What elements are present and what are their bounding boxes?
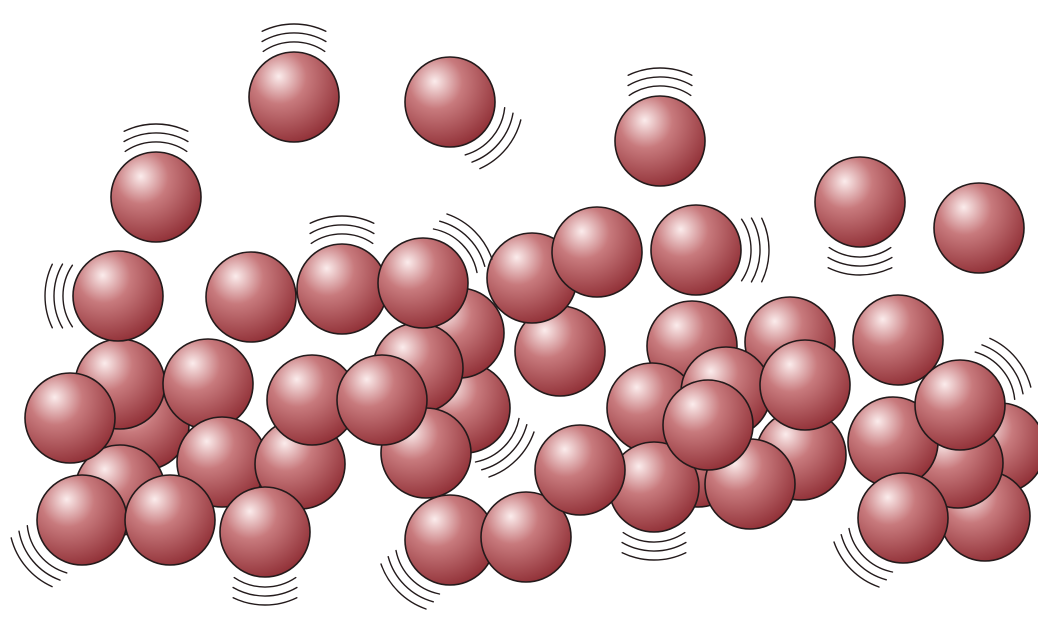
vibration-arc — [125, 142, 187, 151]
vibration-arc — [828, 258, 892, 267]
particle — [111, 152, 201, 242]
particle — [378, 238, 468, 328]
vibration-arc — [310, 216, 374, 223]
vibration-arc — [262, 24, 326, 31]
vibration-arc — [828, 268, 892, 275]
particle — [37, 475, 127, 565]
vibration-arc — [752, 218, 761, 282]
vibration-arc — [233, 598, 297, 605]
particle — [337, 355, 427, 445]
particle — [405, 57, 495, 147]
vibration-arc — [311, 234, 373, 243]
particle — [815, 157, 905, 247]
particle — [552, 207, 642, 297]
vibration-lines — [45, 264, 72, 328]
vibration-arc — [622, 543, 686, 552]
particle — [25, 373, 115, 463]
vibration-arc — [234, 578, 296, 587]
vibration-arc — [762, 218, 769, 282]
vibration-arc — [623, 533, 685, 542]
vibration-arc — [262, 33, 326, 42]
particle — [760, 340, 850, 430]
vibration-arc — [263, 42, 325, 51]
particle — [249, 52, 339, 142]
particle — [915, 360, 1005, 450]
vibration-arc — [628, 77, 692, 86]
vibration-lines — [628, 68, 692, 95]
particle — [858, 473, 948, 563]
particle-cluster — [25, 52, 1038, 585]
vibration-arc — [829, 248, 891, 257]
particle — [163, 339, 253, 429]
particle — [220, 487, 310, 577]
particle — [934, 183, 1024, 273]
vibration-lines — [828, 248, 892, 275]
particle — [206, 252, 296, 342]
particle — [535, 425, 625, 515]
vibration-lines — [233, 578, 297, 605]
vibration-arc — [233, 588, 297, 597]
vibration-arc — [310, 225, 374, 234]
particle — [297, 244, 387, 334]
particle — [125, 475, 215, 565]
vibration-arc — [54, 264, 63, 328]
vibration-arc — [124, 133, 188, 142]
vibration-lines — [262, 24, 326, 51]
vibration-arc — [628, 68, 692, 75]
vibration-lines — [742, 218, 769, 282]
particle — [73, 251, 163, 341]
vibration-arc — [629, 86, 691, 95]
vibration-arc — [124, 124, 188, 131]
vibration-arc — [45, 264, 52, 328]
vibration-lines — [124, 124, 188, 151]
vibration-arc — [622, 553, 686, 560]
vibration-arc — [742, 219, 751, 281]
particle — [651, 205, 741, 295]
vibration-arc — [63, 265, 72, 327]
vibration-lines — [622, 533, 686, 560]
vibration-lines — [310, 216, 374, 243]
particle — [663, 380, 753, 470]
particle — [615, 96, 705, 186]
